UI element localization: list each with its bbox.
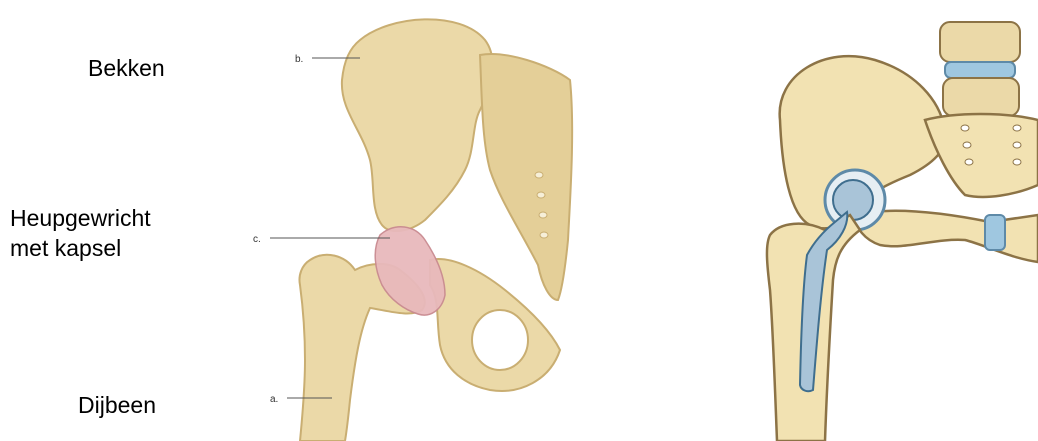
- sacral-foramen: [1013, 159, 1021, 165]
- sacral-foramen: [539, 212, 547, 218]
- hip-anatomy-illustration: b. c. a.: [250, 0, 590, 441]
- sacrum-bone: [480, 54, 572, 300]
- pubic-symphysis: [985, 215, 1005, 250]
- femoral-head-implant: [833, 180, 873, 220]
- pelvis-bone: [342, 19, 493, 231]
- sacral-foramen: [965, 159, 973, 165]
- vertebra: [943, 78, 1019, 116]
- label-pelvis: Bekken: [88, 53, 165, 83]
- sacral-foramen: [537, 192, 545, 198]
- obturator-foramen: [472, 310, 528, 370]
- marker-c: c.: [253, 234, 261, 245]
- label-hip-joint-line1: Heupgewricht: [10, 203, 151, 233]
- marker-a: a.: [270, 394, 278, 405]
- sacral-foramen: [961, 125, 969, 131]
- hip-replacement-illustration: [755, 0, 1038, 441]
- sacral-foramen: [1013, 142, 1021, 148]
- marker-b: b.: [295, 54, 303, 65]
- label-hip-joint-line2: met kapsel: [10, 233, 151, 263]
- sacral-foramen: [540, 232, 548, 238]
- pubis-bone: [855, 211, 1038, 262]
- sacral-foramen: [1013, 125, 1021, 131]
- label-hip-joint: Heupgewricht met kapsel: [10, 203, 151, 263]
- sacral-foramen: [535, 172, 543, 178]
- vertebra: [940, 22, 1020, 62]
- intervertebral-disc: [945, 62, 1015, 78]
- label-femur: Dijbeen: [78, 390, 156, 420]
- sacral-foramen: [963, 142, 971, 148]
